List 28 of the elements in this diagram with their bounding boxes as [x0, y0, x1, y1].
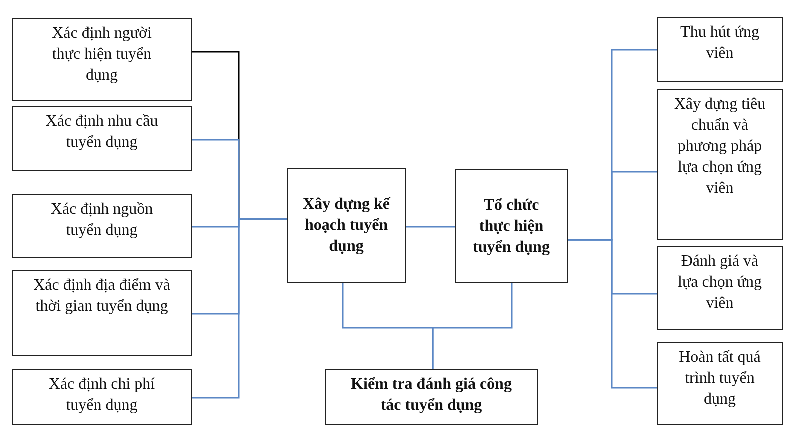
process-box — [287, 168, 406, 283]
connector-line — [568, 239, 657, 389]
box-text: Kiểm tra đánh giá công tác tuyển dụng — [350, 375, 513, 416]
box-text: Tổ chức thực hiện tuyển dụng — [472, 196, 551, 258]
process-box — [455, 169, 568, 283]
process-box — [325, 369, 538, 425]
process-box — [12, 194, 192, 258]
connector-line — [192, 218, 287, 399]
box-text: Xác định nhu cầu tuyển dụng — [44, 112, 160, 153]
process-box — [657, 342, 783, 425]
box-text: Hoàn tất quá trình tuyển dụng — [678, 348, 762, 410]
process-box — [12, 270, 192, 356]
process-box — [12, 369, 192, 425]
box-text: Xây dựng kế hoạch tuyển dụng — [302, 195, 391, 257]
process-box — [657, 246, 783, 330]
box-text: Đánh giá và lựa chọn ứng viên — [677, 252, 763, 314]
process-box — [657, 89, 783, 240]
box-text: Xác định địa điểm và thời gian tuyển dụng — [32, 276, 172, 317]
box-text: Thu hút ứng viên — [680, 23, 760, 64]
box-text: Xây dựng tiêu chuẩn và phương pháp lựa chọn ứng viên — [673, 95, 767, 199]
process-box — [12, 106, 192, 171]
connector-line — [432, 283, 513, 369]
box-text: Xác định người thực hiện tuyển dụng — [51, 24, 153, 86]
process-box — [657, 17, 783, 82]
box-text: Xác định chi phí tuyển dụng — [48, 375, 156, 416]
process-box — [12, 18, 192, 101]
box-text: Xác định nguồn tuyển dụng — [50, 200, 154, 241]
connector-line — [406, 226, 455, 228]
